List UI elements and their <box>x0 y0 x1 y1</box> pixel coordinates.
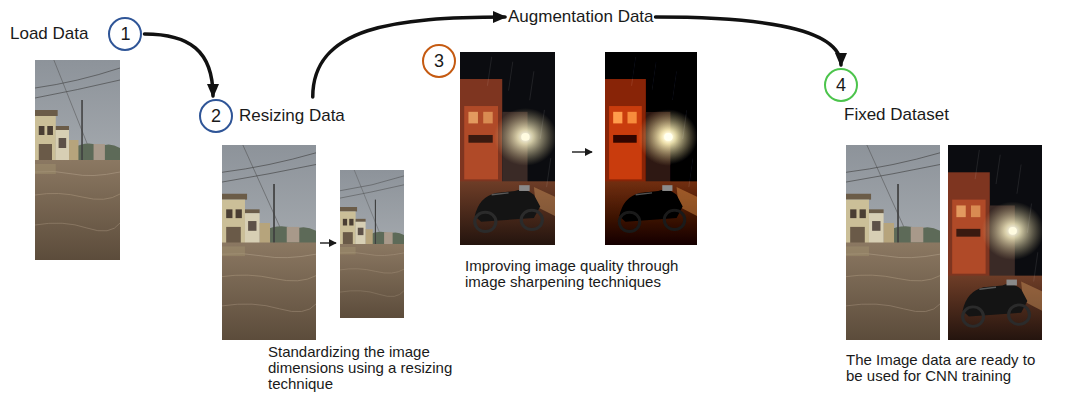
flood-photo <box>35 60 120 260</box>
sharpened-night-photo <box>605 52 699 245</box>
step-node: Load Data 1 <box>10 17 142 51</box>
step-number-circle: 3 <box>422 44 456 78</box>
step-number-circle: 1 <box>108 17 142 51</box>
step-heading: Augmentation Data <box>508 6 654 28</box>
step-number-circle: 4 <box>824 68 858 102</box>
step-caption: The Image data are ready to be used for … <box>846 352 1044 384</box>
night-photo <box>948 145 1044 340</box>
step-node: 2 Resizing Data <box>199 99 345 133</box>
resized-flood-photo <box>340 170 404 318</box>
flow-arrow <box>313 17 505 97</box>
flood-photo <box>222 145 316 340</box>
flood-photo <box>846 145 940 340</box>
step-heading: Fixed Dataset <box>844 104 949 126</box>
step-number-circle: 2 <box>199 99 233 133</box>
flow-arrow <box>144 34 213 96</box>
step-caption: Improving image quality through image sh… <box>465 258 697 290</box>
step-heading: Resizing Data <box>239 105 345 127</box>
step-node: 4Fixed Dataset <box>824 68 949 126</box>
step-caption: Standardizing the image dimensions using… <box>268 344 463 392</box>
step-heading: Load Data <box>10 23 88 45</box>
step-arrow <box>320 242 336 243</box>
night-photo <box>460 52 557 245</box>
flow-arrow <box>656 17 841 65</box>
step-arrow <box>572 151 592 152</box>
step-node: Augmentation Data3 <box>508 6 654 28</box>
